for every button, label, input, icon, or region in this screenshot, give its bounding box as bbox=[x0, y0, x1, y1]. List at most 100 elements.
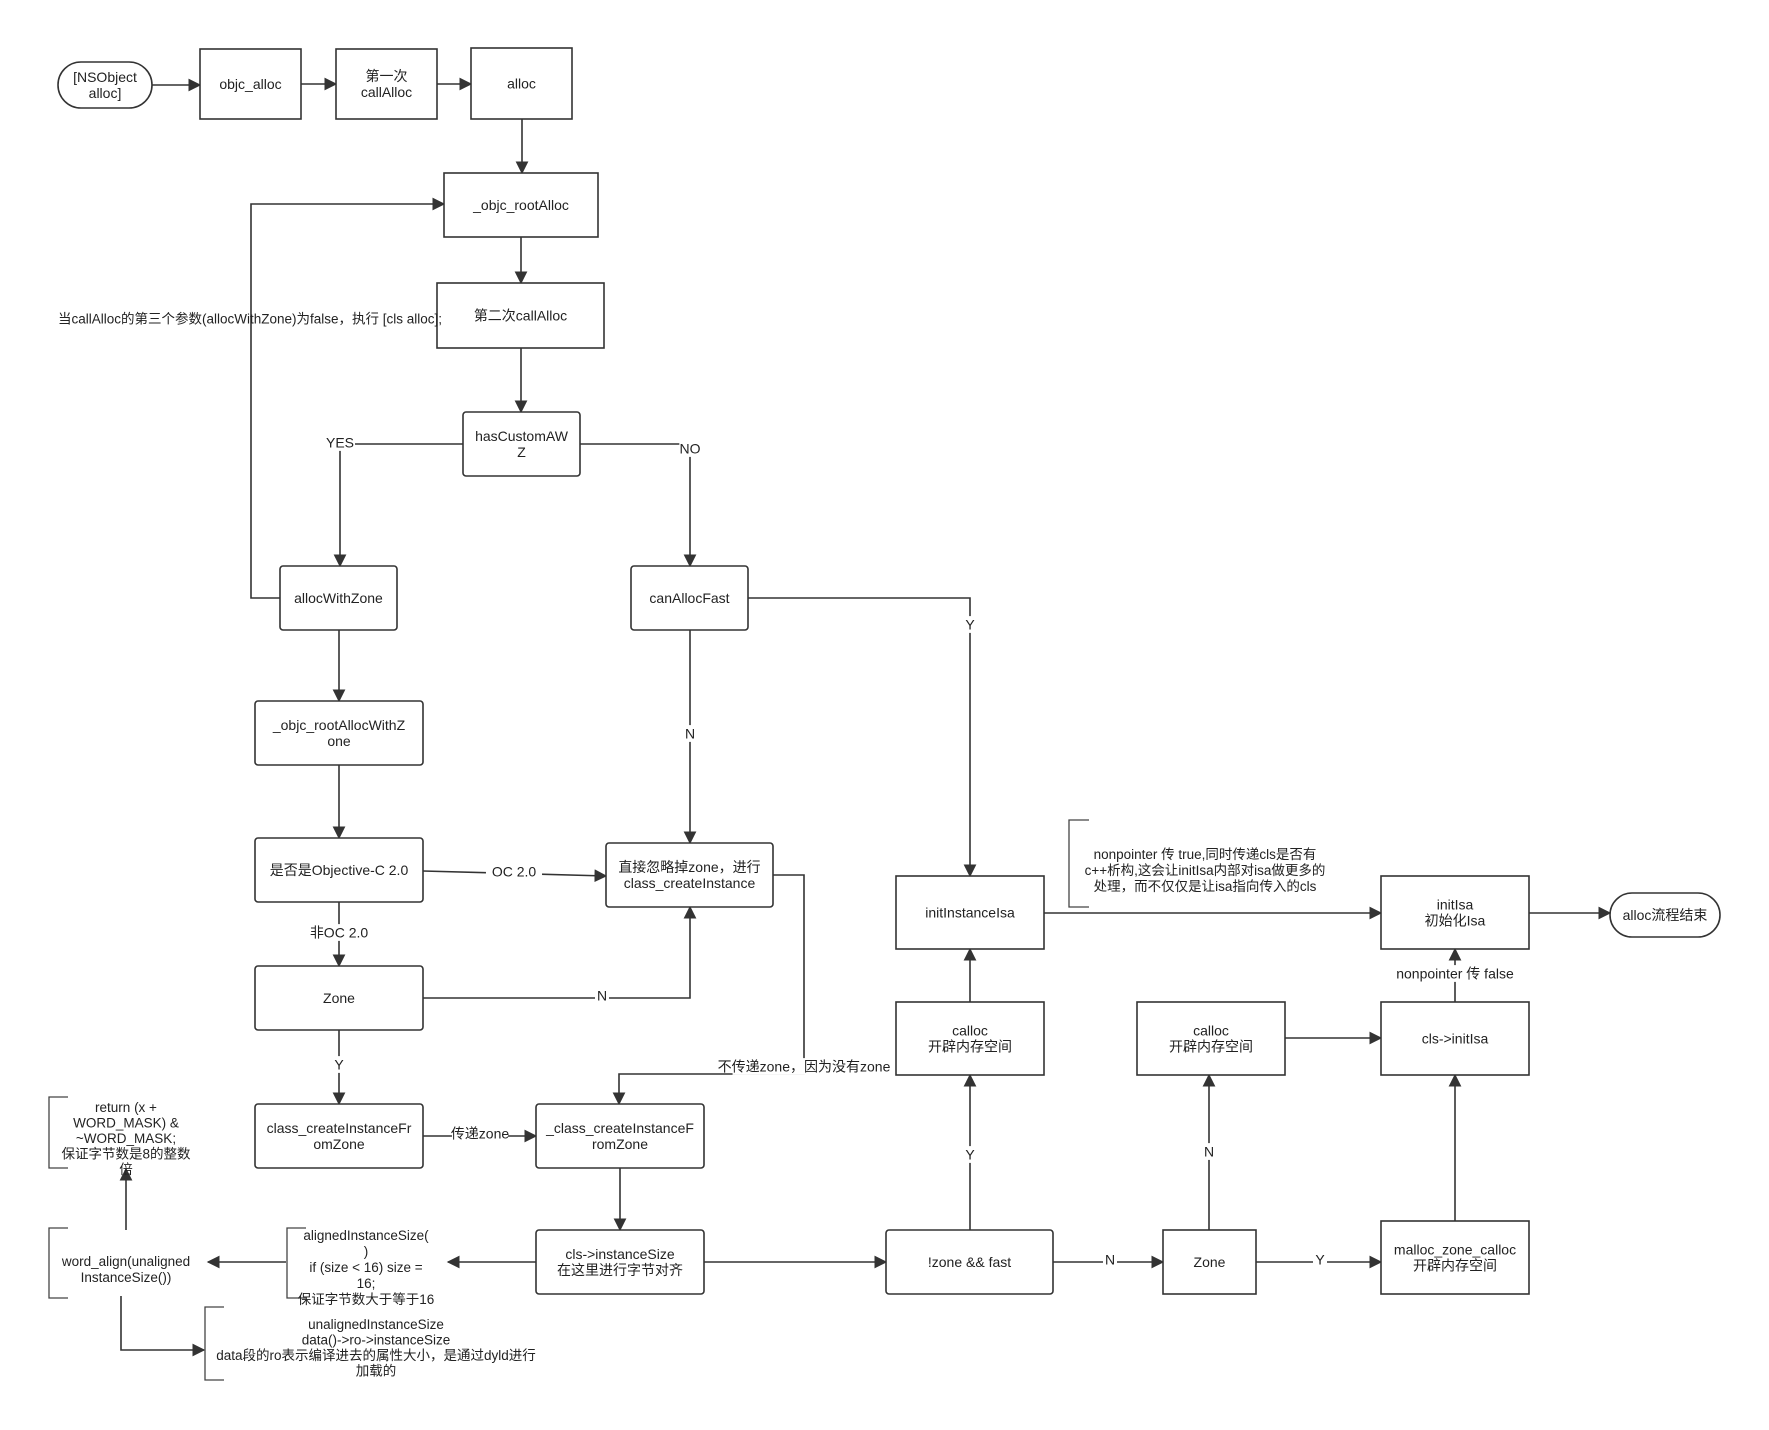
note-line: word_align(unaligned bbox=[61, 1254, 190, 1269]
edge-label-bg bbox=[595, 987, 609, 1004]
note-line: alignedInstanceSize( bbox=[303, 1228, 429, 1243]
edge-label-n-zone-bottom: N bbox=[1105, 1251, 1115, 1267]
node-shape bbox=[254, 837, 424, 903]
node-alloc-end: alloc流程结束 bbox=[1609, 892, 1721, 938]
edge-label-oc20: OC 2.0 bbox=[492, 863, 537, 879]
edge-label-n-zone: N bbox=[597, 987, 607, 1003]
edge-label-nonpointer-false: nonpointer 传 false bbox=[1396, 965, 1514, 981]
edge-label-non-oc20: 非OC 2.0 bbox=[310, 924, 369, 940]
node-label: !zone && fast bbox=[928, 1254, 1011, 1270]
node-zone-left: Zone bbox=[254, 965, 424, 1031]
edge-connector bbox=[333, 443, 463, 568]
note-line: ~WORD_MASK; bbox=[76, 1131, 176, 1146]
node-alloc: alloc bbox=[470, 47, 573, 120]
edge-label-y-fast: Y bbox=[965, 616, 975, 632]
note-line: unalignedInstanceSize bbox=[308, 1317, 444, 1332]
note-aligned-size: alignedInstanceSize()if (size < 16) size… bbox=[298, 1228, 435, 1307]
edge-label-bg bbox=[963, 616, 977, 633]
node-shape bbox=[895, 1001, 1045, 1076]
node-initinstanceisa: initInstanceIsa bbox=[895, 875, 1045, 950]
note-line: 加载的 bbox=[356, 1364, 397, 1379]
node-label: 第一次 bbox=[366, 68, 408, 84]
note-word-align: word_align(unalignedInstanceSize()) bbox=[61, 1254, 190, 1285]
node-label: hasCustomAW bbox=[475, 428, 569, 444]
node-label: Z bbox=[517, 444, 526, 460]
edge-label-y-malloc: Y bbox=[1315, 1251, 1325, 1267]
node-label: cls->initIsa bbox=[1422, 1030, 1489, 1046]
note-line: 保证字节数大于等于16 bbox=[298, 1291, 435, 1307]
node-canallocfast: canAllocFast bbox=[630, 565, 749, 631]
edge-label-pass-zone: 传递zone bbox=[451, 1125, 510, 1141]
node-shape bbox=[535, 1103, 705, 1169]
node-shape bbox=[895, 875, 1045, 950]
node-label: 开辟内存空间 bbox=[928, 1038, 1012, 1054]
node-shape bbox=[885, 1229, 1054, 1295]
node-label: 开辟内存空间 bbox=[1413, 1257, 1497, 1273]
note-line: ) bbox=[364, 1244, 369, 1259]
node-shape bbox=[1380, 1001, 1530, 1076]
edge-label-no: NO bbox=[680, 440, 701, 456]
node-shape bbox=[1162, 1229, 1257, 1295]
node-label: _objc_rootAlloc bbox=[472, 197, 569, 213]
note-unaligned-size: unalignedInstanceSizedata()->ro->instanc… bbox=[216, 1317, 536, 1379]
node-label: romZone bbox=[592, 1136, 648, 1152]
node-label: Zone bbox=[1194, 1254, 1226, 1270]
node-shape bbox=[254, 700, 424, 766]
node-shape bbox=[1136, 1001, 1286, 1076]
node-label: objc_alloc bbox=[219, 76, 281, 92]
node-shape bbox=[1609, 892, 1721, 938]
node-shape bbox=[57, 61, 153, 109]
note-nonpointer-true: nonpointer 传 true,同时传递cls是否有c++析构,这会让ini… bbox=[1085, 847, 1326, 894]
note-bracket bbox=[204, 1306, 224, 1381]
edge-label-bg bbox=[683, 725, 697, 742]
note-bracket bbox=[48, 1096, 68, 1169]
node-second-callalloc: 第二次callAlloc bbox=[436, 282, 605, 349]
edge-label-bg bbox=[1313, 1251, 1327, 1268]
note-line: return (x + bbox=[95, 1100, 157, 1115]
edge-label-bg bbox=[1103, 1251, 1117, 1268]
node-label: initIsa bbox=[1437, 896, 1474, 912]
edge-connector bbox=[748, 597, 977, 878]
node-shape bbox=[199, 48, 302, 120]
edge-connector bbox=[423, 905, 697, 999]
note-bracket bbox=[1068, 819, 1089, 908]
node-label: alloc流程结束 bbox=[1623, 907, 1708, 923]
edge-label-n-calloc-right: N bbox=[1204, 1143, 1214, 1159]
node-shape bbox=[470, 47, 573, 120]
node-shape bbox=[335, 48, 438, 120]
node-allocwithzone: allocWithZone bbox=[279, 565, 398, 631]
node-label: _objc_rootAllocWithZ bbox=[272, 717, 406, 733]
note-bracket bbox=[286, 1227, 306, 1299]
node-zone-bottom: Zone bbox=[1162, 1229, 1257, 1295]
note-word-mask: return (x +WORD_MASK) &~WORD_MASK;保证字节数是… bbox=[61, 1100, 191, 1177]
node-shape bbox=[535, 1229, 705, 1295]
edge-label-bg bbox=[963, 1146, 977, 1163]
node-label: 第二次callAlloc bbox=[474, 307, 567, 323]
node-shape bbox=[605, 842, 774, 908]
node-not-zone-fast: !zone && fast bbox=[885, 1229, 1054, 1295]
edge-label-callalloc-note: 当callAlloc的第三个参数(allocWithZone)为false，执行… bbox=[58, 310, 442, 326]
node-objc-alloc: objc_alloc bbox=[199, 48, 302, 120]
node-label: omZone bbox=[313, 1136, 365, 1152]
node-shape bbox=[279, 565, 398, 631]
node-shape bbox=[254, 1103, 424, 1169]
note-line: 保证字节数是8的整数 bbox=[61, 1147, 191, 1162]
node-label: calloc bbox=[1193, 1022, 1229, 1038]
node-shape bbox=[1380, 875, 1530, 950]
node-label: canAllocFast bbox=[649, 590, 729, 606]
edge-connector bbox=[580, 443, 697, 568]
node-label: allocWithZone bbox=[294, 590, 383, 606]
node-label: initInstanceIsa bbox=[925, 904, 1015, 920]
edge-label-bg bbox=[679, 440, 701, 457]
note-line: 16; bbox=[357, 1276, 376, 1291]
